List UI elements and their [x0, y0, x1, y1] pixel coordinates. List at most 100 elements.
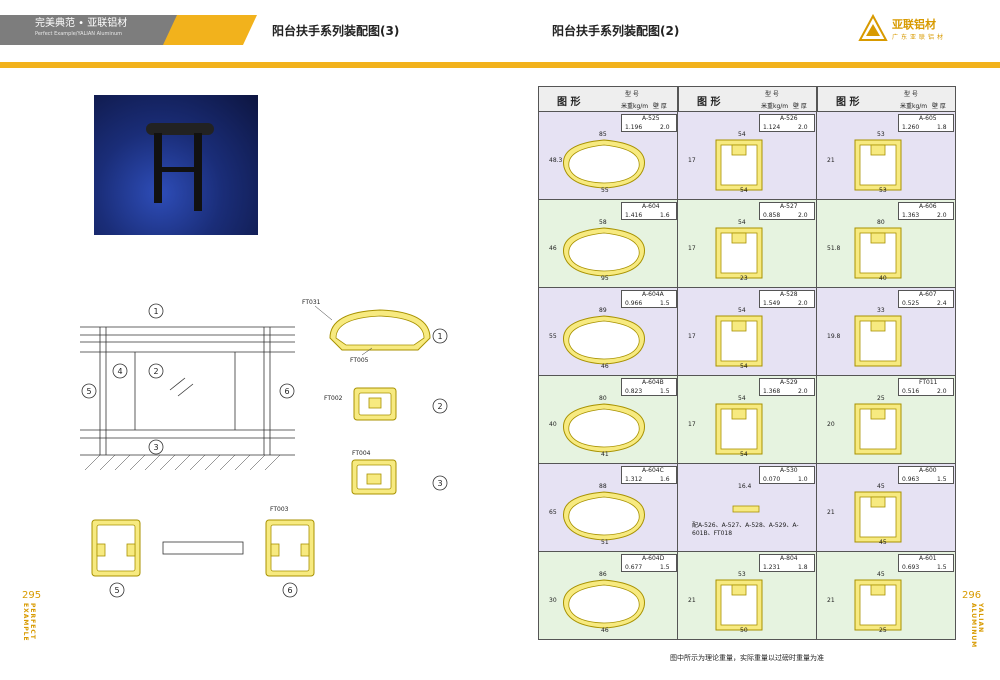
railing-elevation — [80, 326, 295, 456]
weight-value: 1.368 — [763, 388, 781, 395]
svg-text:3: 3 — [437, 479, 442, 488]
dimension-label: 50 — [740, 627, 748, 634]
profile-section-2: FT002 — [324, 387, 397, 421]
glass-panel-section — [162, 541, 244, 555]
header-thickness-label: 壁 厚 — [793, 103, 807, 110]
svg-text:1: 1 — [153, 307, 158, 316]
dimension-label: 30 — [549, 597, 557, 604]
marker-3: 3 — [148, 439, 164, 455]
model-code: A-606 — [919, 203, 937, 210]
dimension-label: 53 — [879, 187, 887, 194]
weight-value: 1.260 — [902, 124, 920, 131]
weight-value: 0.966 — [625, 300, 643, 307]
dimension-label: 54 — [740, 363, 748, 370]
spec-box: A-605 1.260 1.8 — [898, 114, 954, 132]
dimension-label: 21 — [827, 157, 835, 164]
dimension-label: 46 — [601, 363, 609, 370]
dimension-label: 51.8 — [827, 245, 841, 252]
page-number-left: 295 — [22, 590, 42, 601]
profile-section-6: FT003 — [265, 506, 315, 577]
spec-box: A-606 1.363 2.0 — [898, 202, 954, 220]
logo-name: 亚联铝材 — [892, 18, 936, 31]
thickness-value: 1.6 — [660, 212, 670, 219]
weight-value: 1.312 — [625, 476, 643, 483]
dimension-label: 46 — [601, 627, 609, 634]
thickness-value: 2.0 — [660, 124, 670, 131]
model-code: A-604B — [642, 379, 664, 386]
svg-text:FT003: FT003 — [270, 506, 289, 513]
dimension-label: 40 — [549, 421, 557, 428]
marker-2-b: 2 — [432, 398, 448, 414]
weight-value: 0.823 — [625, 388, 643, 395]
dimension-label: 20 — [827, 421, 835, 428]
thickness-value: 2.0 — [937, 212, 947, 219]
marker-2: 2 — [148, 363, 164, 379]
marker-3-b: 3 — [432, 475, 448, 491]
dimension-label: 21 — [688, 597, 696, 604]
dimension-label: 19.8 — [827, 333, 841, 340]
model-code: A-605 — [919, 115, 937, 122]
header-weight-label: 米重kg/m — [761, 103, 789, 110]
model-code: FT011 — [919, 379, 938, 386]
dimension-label: 88 — [599, 483, 607, 490]
svg-text:2: 2 — [437, 402, 442, 411]
marker-1: 1 — [148, 303, 164, 319]
dimension-label: 16.4 — [738, 483, 752, 490]
svg-text:FT002: FT002 — [324, 395, 343, 402]
thickness-value: 2.0 — [798, 124, 808, 131]
logo-subname: 广东亚联铝材 — [892, 34, 947, 41]
dimension-label: 95 — [601, 275, 609, 282]
model-code: A-525 — [642, 115, 660, 122]
marker-6-b: 6 — [282, 582, 298, 598]
dimension-label: 25 — [879, 627, 887, 634]
dimension-label: 86 — [599, 571, 607, 578]
thickness-value: 1.8 — [937, 124, 947, 131]
dimension-label: 17 — [688, 157, 696, 164]
weight-value: 1.363 — [902, 212, 920, 219]
header-weight-label: 米重kg/m — [621, 103, 649, 110]
dimension-label: 17 — [688, 245, 696, 252]
compatibility-note: 配A-526、A-527、A-528、A-529、A-601B、FT018 — [692, 522, 799, 537]
left-page-title: 阳台扶手系列装配图(3) — [272, 24, 400, 38]
header-grey-band — [0, 15, 190, 45]
svg-text:6: 6 — [284, 387, 289, 396]
svg-text:4: 4 — [117, 367, 122, 376]
weight-value: 1.231 — [763, 564, 781, 571]
dimension-label: 45 — [877, 483, 885, 490]
photo-bar — [154, 167, 202, 172]
profile-drawing: 86 30 46 — [549, 571, 645, 634]
marker-1-b: 1 — [432, 328, 448, 344]
header-figure-label: 图 形 — [557, 97, 581, 108]
model-code: A-601 — [919, 555, 937, 562]
dimension-label: 21 — [827, 509, 835, 516]
page-header: 完美典范 • 亚联铝材 Perfect Example/YALIAN Alumi… — [0, 0, 1000, 62]
thickness-value: 2.0 — [798, 388, 808, 395]
product-photo — [94, 95, 258, 235]
marker-6: 6 — [279, 383, 295, 399]
dimension-label: 54 — [740, 187, 748, 194]
